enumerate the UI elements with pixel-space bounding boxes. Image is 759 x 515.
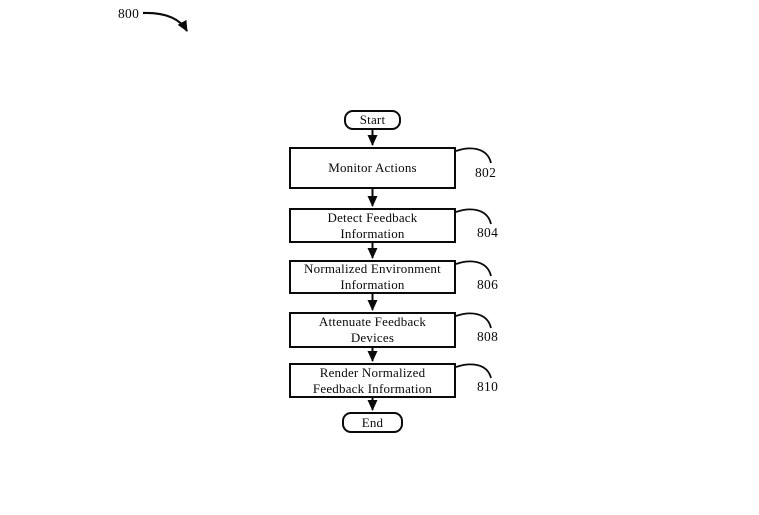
ref-leader-810: [455, 363, 492, 379]
ref-leader-808: [455, 312, 492, 329]
process-box-render-normalized-feedback-information: Render Normalized Feedback Information: [289, 363, 456, 398]
figure-number-label: 800: [118, 6, 140, 21]
process-box-normalized-environment-information: Normalized Environment Information: [289, 260, 456, 294]
figure-number-arrow: [142, 11, 188, 32]
ref-number-808: 808: [477, 329, 499, 344]
start-terminal: Start: [344, 110, 401, 130]
process-box-detect-feedback-information: Detect Feedback Information: [289, 208, 456, 243]
process-box-monitor-actions: Monitor Actions: [289, 147, 456, 189]
end-terminal: End: [342, 412, 403, 433]
process-box-attenuate-feedback-devices: Attenuate Feedback Devices: [289, 312, 456, 348]
ref-number-802: 802: [475, 165, 497, 180]
ref-leader-804: [455, 208, 492, 225]
ref-number-810: 810: [477, 379, 499, 394]
ref-leader-802: [455, 147, 492, 164]
ref-number-806: 806: [477, 277, 499, 292]
ref-number-804: 804: [477, 225, 499, 240]
ref-leader-806: [455, 260, 492, 277]
